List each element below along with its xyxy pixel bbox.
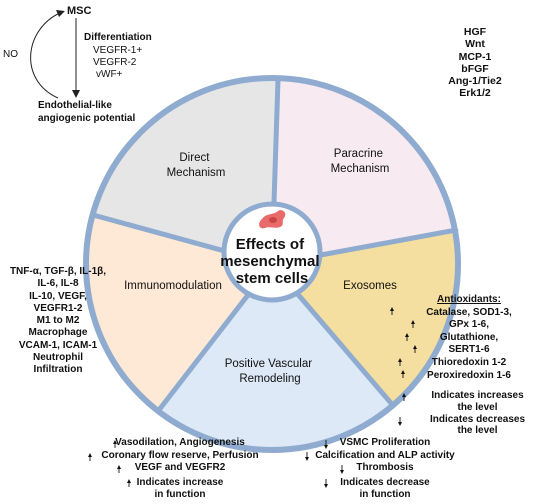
decrease-item: Calcification and ALP activity	[315, 449, 455, 461]
increase-item: Vasodilation, Angiogenesis	[115, 437, 245, 448]
no-label: NO	[3, 49, 18, 60]
level-legend: Indicates increases the level Indicates …	[405, 390, 550, 437]
immuno-factor: Infiltration	[33, 364, 83, 376]
endothelial-potential-label: Endothelial-like angiogenic potential	[38, 100, 135, 124]
positive-vascular-remodeling-label: Positive Vascular Remodeling	[225, 358, 316, 385]
remodeling-decrease-list: VSMC Proliferation Calcification and ALP…	[300, 437, 470, 502]
paracrine-mechanism-label: Paracrine Mechanism	[331, 148, 390, 175]
paracrine-factors-list: HGF Wnt MCP-1 bFGF Ang-1/Tie2 Erk1/2	[405, 26, 545, 100]
differentiation-markers: VEGFR-1+ VEGFR-2 vWF+	[93, 45, 145, 80]
antioxidant-item: GPx 1-6,	[448, 319, 490, 331]
antioxidant-item: SERT1-6	[448, 344, 490, 356]
paracrine-mechanism-sector	[272, 79, 456, 264]
antioxidants-title: Antioxidants:	[437, 294, 501, 305]
paracrine-factor: Wnt	[465, 38, 485, 51]
immunomodulation-factors-list: TNF-α, TGF-β, IL-1β, IL-6, IL-8 IL-10, V…	[2, 266, 114, 377]
center-title: Effects of mesenchymal stem cells	[220, 236, 323, 287]
increase-item: Coronary flow reserve, Perfusion	[101, 449, 259, 461]
paracrine-factor: Ang-1/Tie2	[448, 75, 502, 88]
paracrine-factor: MCP-1	[458, 50, 492, 63]
remodeling-increase-list: Vasodilation, Angiogenesis Coronary flow…	[85, 437, 275, 502]
direct-mechanism-sector	[92, 79, 278, 264]
outer-ring	[83, 75, 461, 453]
exosomes-label: Exosomes	[343, 280, 397, 292]
paracrine-factor: Erk1/2	[459, 87, 491, 100]
increase-note-line: in function	[154, 489, 206, 501]
arrow-markers	[88, 307, 417, 488]
exosomes-sector	[272, 230, 459, 406]
immuno-factor: TNF-α, TGF-β, IL-1β,	[9, 266, 107, 277]
center-circle	[221, 201, 323, 303]
center-line-2: mesenchymal	[220, 253, 319, 270]
paracrine-factor: HGF	[463, 26, 487, 38]
center-line-3: stem cells	[236, 270, 309, 287]
immuno-factor: VCAM-1, ICAM-1	[18, 339, 98, 351]
direct-mechanism-label: Direct Mechanism	[167, 152, 226, 179]
decrease-item: Thrombosis	[356, 462, 414, 474]
decrease-legend-line: the level	[457, 425, 498, 437]
decrease-note-line: Indicates decrease	[340, 476, 430, 488]
immuno-factor: Neutrophil	[33, 352, 83, 364]
antioxidant-item: Peroxiredoxin 1-6	[427, 369, 511, 381]
msc-label: MSC	[67, 5, 92, 17]
immunomodulation-label: Immunomodulation	[124, 280, 222, 292]
immuno-factor: IL-6, IL-8	[37, 278, 79, 290]
antioxidant-item: Thioredoxin 1-2	[431, 356, 507, 368]
decrease-item: VSMC Proliferation	[339, 437, 431, 448]
stem-cell-icon	[259, 210, 286, 229]
immuno-factor: M1 to M2	[36, 315, 80, 327]
antioxidant-item: Glutathione,	[439, 331, 499, 343]
decrease-note-line: in function	[359, 489, 411, 501]
antioxidants-list: Antioxidants: Catalase, SOD1-3, GPx 1-6,…	[390, 294, 548, 382]
increase-legend-line: Indicates increases	[431, 390, 524, 401]
immuno-factor: Macrophage	[28, 327, 88, 339]
increase-legend-line: the level	[457, 401, 498, 413]
msc-flow	[30, 10, 80, 99]
positive-vascular-remodeling-sector	[158, 264, 394, 451]
antioxidant-item: Catalase, SOD1-3,	[426, 306, 512, 318]
paracrine-factor: bFGF	[461, 62, 489, 75]
differentiation-title: Differentiation	[84, 32, 152, 43]
immuno-factor: IL-10, VEGF,	[29, 290, 87, 302]
increase-item: VEGF and VEGFR2	[134, 462, 226, 474]
decrease-legend-line: Indicates decreases	[429, 413, 526, 425]
immuno-factor: VEGFR1-2	[33, 302, 83, 314]
center-line-1: Effects of	[236, 236, 305, 253]
increase-note-line: Indicates increase	[136, 476, 224, 488]
